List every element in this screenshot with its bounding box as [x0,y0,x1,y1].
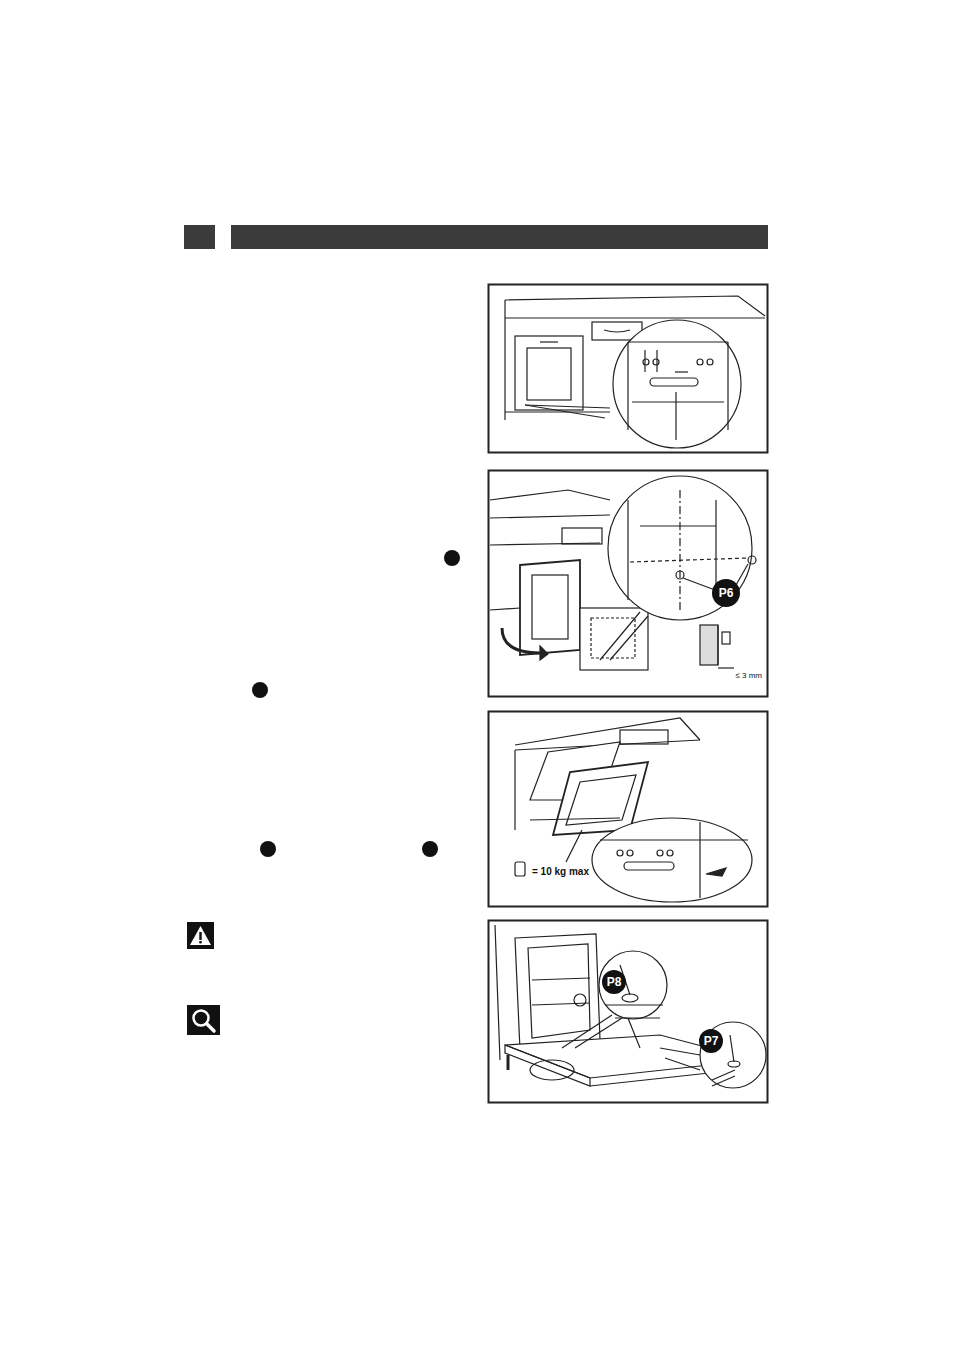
step-bullet [252,682,268,698]
figure-door-mounting [489,712,768,907]
callout-text: P8 [607,976,622,988]
dimension-label: ≤ 3 mm [733,672,764,681]
figure-oven-cabinet [489,285,768,453]
step-bullet [260,841,276,857]
figure-door-fixing [489,471,768,697]
step-bullet [422,841,438,857]
callout-text: P6 [719,587,734,599]
header-bar [231,225,768,249]
callout-text: P7 [704,1035,719,1047]
tip-icon [187,1005,220,1035]
warning-icon [187,922,214,949]
callout-number: P6 [712,579,740,607]
figure-dishwasher-fixing [489,921,768,1103]
callout-number: P7 [699,1029,723,1053]
step-bullet [444,550,460,566]
weight-limit: = 10 kg max [530,866,591,877]
callout-number: P8 [602,970,626,994]
header-tab [184,225,215,249]
